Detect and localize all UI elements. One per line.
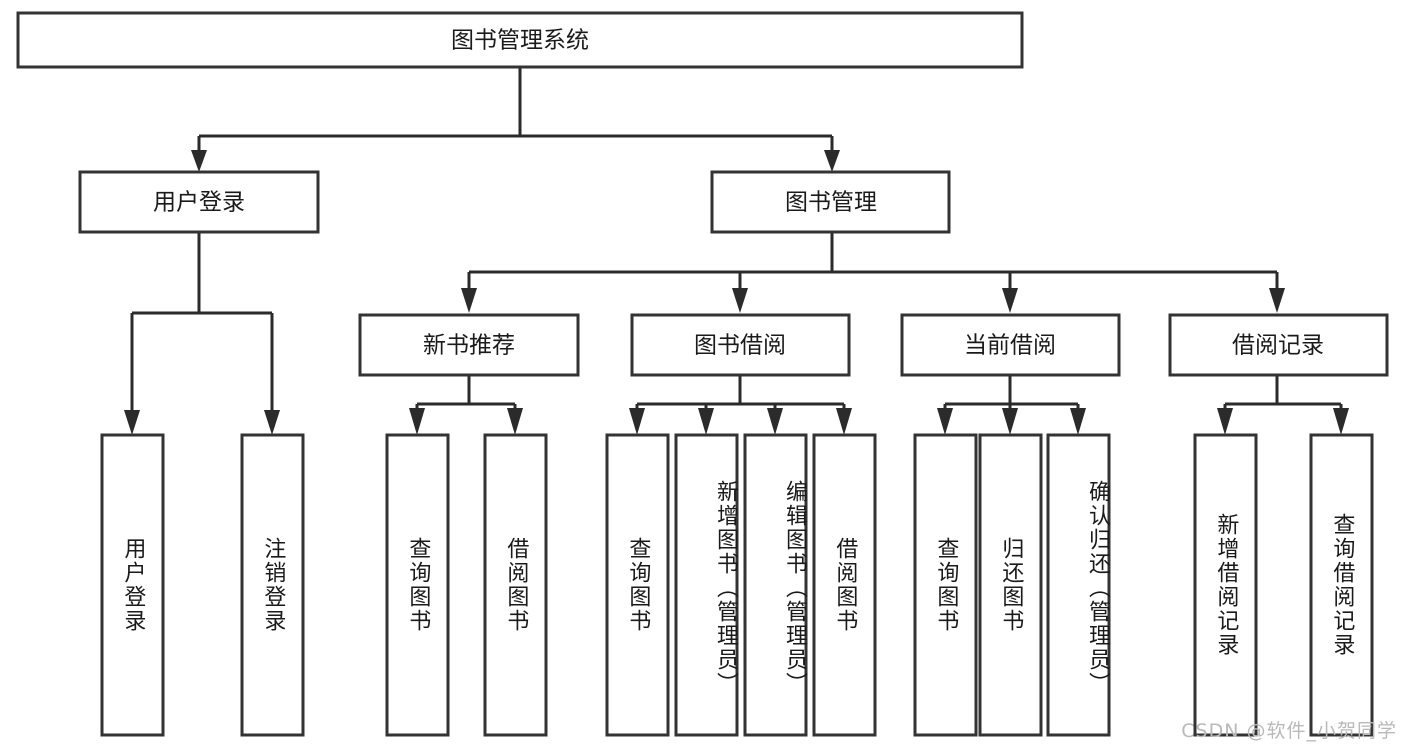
leaf-box-bw-add-book[interactable] [674,433,739,737]
arrow-head-bw-leaf4 [836,408,852,435]
arrow-head-cur-leaf2 [1002,408,1018,435]
arrow-head-rec-leaf1 [1217,408,1233,435]
arrow-head-user-login [191,150,207,172]
node-book-management[interactable]: 图书管理 [710,170,951,234]
node-user-login-box[interactable] [78,170,320,234]
leaf-box-rec-add-record[interactable] [1193,433,1258,737]
arrow-head-nb-leaf2 [507,408,523,435]
node-new-book-recommend-box[interactable] [358,313,580,377]
node-book-management-label: 图书管理 [785,190,877,216]
node-root-box[interactable] [16,11,1024,69]
node-book-management-box[interactable] [710,170,951,234]
arrow-head-cur-leaf3 [1070,408,1086,435]
node-new-book-recommend-label: 新书推荐 [423,333,515,359]
leaf-box-bw-borrow-book[interactable] [812,433,877,737]
node-borrow-record[interactable]: 借阅记录 [1168,313,1389,377]
node-root[interactable]: 图书管理系统 [16,11,1024,69]
connector-layer [124,67,1349,435]
leaf-box-user-login[interactable] [100,433,165,737]
node-book-borrow[interactable]: 图书借阅 [630,313,851,377]
node-book-borrow-box[interactable] [630,313,851,377]
node-borrow-record-label: 借阅记录 [1232,333,1324,359]
node-new-book-recommend[interactable]: 新书推荐 [358,313,580,377]
csdn-watermark: CSDN @软件_小贺同学 [1181,720,1397,742]
arrow-head-rec-leaf2 [1333,408,1349,435]
arrow-head-borrow [732,288,748,313]
arrow-head-nb-leaf1 [409,408,425,435]
leaf-box-cur-query-book[interactable] [913,433,978,737]
leaf-box-rec-query-record[interactable] [1309,433,1374,737]
leaf-box-nb-query-book[interactable] [385,433,450,737]
arrow-head-book-mgmt [824,150,840,172]
leaf-box-cur-return-book[interactable] [978,433,1043,737]
leaf-box-nb-borrow-book[interactable] [483,433,548,737]
arrow-head-bw-leaf2 [698,408,714,435]
leaf-boxes [100,433,1374,737]
node-user-login-label: 用户登录 [153,190,245,216]
arrow-head-current [1002,288,1018,313]
node-book-borrow-label: 图书借阅 [694,333,786,359]
arrow-head-cur-leaf1 [937,408,953,435]
node-current-borrow-label: 当前借阅 [964,333,1056,359]
arrow-head-new-book [461,288,477,313]
node-borrow-record-box[interactable] [1168,313,1389,377]
arrow-head-leaf-user-login [124,410,140,435]
arrow-head-bw-leaf3 [767,408,783,435]
node-user-login[interactable]: 用户登录 [78,170,320,234]
leaf-box-bw-edit-book[interactable] [743,433,808,737]
arrow-head-bw-leaf1 [629,408,645,435]
arrow-head-leaf-logout [264,410,280,435]
leaf-box-cur-confirm-return[interactable] [1046,433,1111,737]
leaf-box-bw-query-book[interactable] [605,433,670,737]
leaf-box-logout[interactable] [240,433,305,737]
node-root-label: 图书管理系统 [451,28,589,54]
node-current-borrow[interactable]: 当前借阅 [900,313,1121,377]
arrow-head-record [1269,288,1285,313]
node-current-borrow-box[interactable] [900,313,1121,377]
